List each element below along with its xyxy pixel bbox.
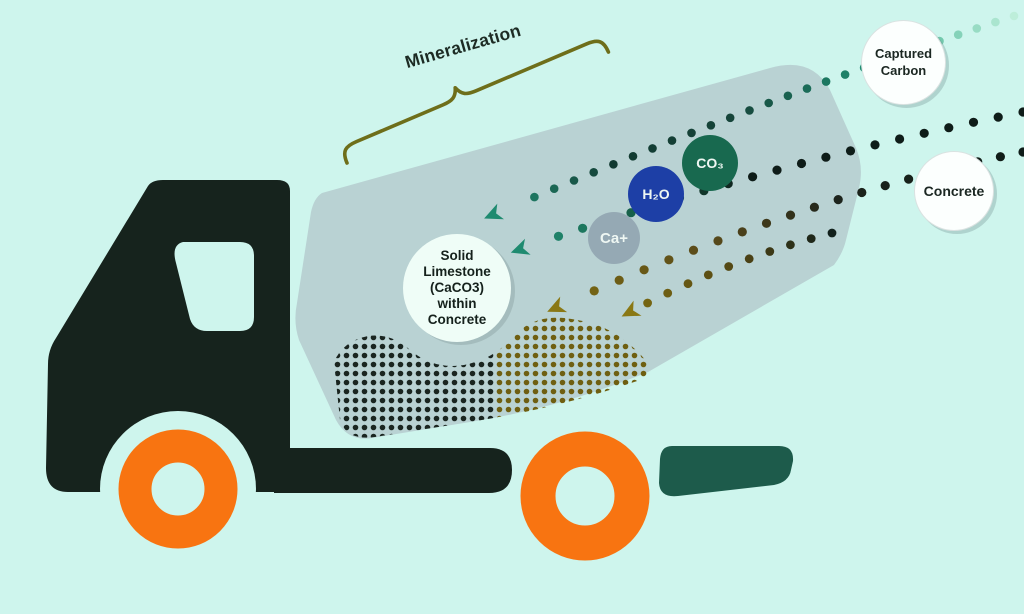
mineralization-brace	[342, 39, 611, 165]
stream-dot	[569, 176, 579, 185]
stream-dot	[687, 128, 696, 138]
truck-chassis-bar	[274, 448, 512, 493]
stream-dot	[772, 165, 782, 175]
stream-dot	[725, 113, 735, 123]
concrete-bubble: Concrete	[914, 151, 994, 231]
rear-wheel	[520, 431, 650, 561]
stream-arrowhead-icon	[484, 203, 504, 220]
stream-dot	[786, 240, 795, 250]
stream-dot	[667, 136, 677, 145]
stream-dot	[845, 146, 856, 156]
stream-dot	[748, 172, 758, 182]
stream-dot	[713, 236, 723, 246]
stream-dot	[683, 279, 693, 289]
ca-label: Ca+	[600, 229, 628, 247]
stream-dot	[589, 168, 598, 177]
brace-path	[342, 39, 611, 165]
stream-dot	[648, 144, 657, 153]
stream-dot	[821, 77, 831, 86]
stream-dot	[783, 91, 793, 101]
stream-dot	[761, 218, 772, 228]
h2o-label: H₂O	[642, 186, 670, 202]
stream-dot	[785, 210, 796, 220]
stream-dot	[765, 247, 775, 256]
stream-dot	[809, 202, 820, 212]
stream-dot	[802, 84, 812, 93]
stream-dot	[724, 262, 734, 271]
stream-dot	[995, 152, 1006, 162]
stream-dot	[703, 270, 713, 280]
concrete-label: Concrete	[923, 183, 985, 199]
stream-dot	[663, 288, 673, 298]
stream-dot	[549, 184, 559, 193]
stream-dot	[991, 17, 1000, 27]
stream-dot	[643, 298, 652, 308]
stream-dot	[744, 254, 754, 264]
stream-dot	[972, 24, 982, 33]
stream-dot	[806, 234, 816, 244]
front-wheel	[118, 429, 238, 549]
stream-dot	[857, 187, 867, 198]
stream-dot	[880, 181, 890, 191]
stream-dot	[953, 30, 963, 39]
stream-dot	[745, 106, 754, 115]
h2o-bubble: H₂O	[628, 166, 684, 222]
stream-dot	[706, 121, 716, 130]
stream-dot	[628, 152, 638, 161]
stream-dot	[993, 112, 1003, 122]
stream-dot	[688, 245, 699, 255]
stream-arrowhead-icon	[621, 300, 642, 317]
cab-window	[174, 242, 254, 331]
stream-dot	[553, 231, 564, 241]
ca-bubble: Ca+	[588, 212, 640, 264]
stream-dot	[968, 117, 979, 127]
stream-dot	[1009, 11, 1019, 21]
stream-dot	[664, 255, 674, 265]
stream-dot	[827, 228, 837, 238]
captured-carbon-label: Captured Carbon	[874, 46, 933, 78]
stream-dot	[589, 286, 599, 296]
stream-dot	[764, 98, 773, 108]
co3-bubble: CO₃	[682, 135, 738, 191]
limestone-label: Solid Limestone (CaCO3) within Concrete	[423, 248, 491, 327]
captured-carbon-bubble: Captured Carbon	[861, 20, 946, 105]
stream-dot	[609, 160, 618, 169]
co3-label: CO₃	[696, 155, 724, 171]
stream-dot	[870, 140, 880, 150]
stream-dot	[614, 275, 624, 285]
stream-dot	[944, 123, 954, 133]
stream-dot	[1018, 147, 1024, 157]
stream-dot	[530, 192, 539, 202]
stream-dot	[639, 265, 649, 275]
stream-dot	[737, 227, 747, 237]
limestone-bubble: Solid Limestone (CaCO3) within Concrete	[403, 234, 511, 342]
stream-dot	[904, 174, 914, 184]
stream-dot	[796, 158, 807, 169]
stream-dot	[821, 152, 831, 162]
stream-arrowhead-icon	[547, 296, 568, 313]
stream-dot	[833, 195, 843, 205]
stream-dot	[840, 70, 850, 79]
stream-arrowhead-icon	[510, 238, 531, 255]
stream-dot	[1018, 107, 1024, 117]
stream-dot	[919, 128, 929, 138]
fender-mudflap	[659, 446, 794, 497]
stream-dot	[895, 134, 905, 144]
stream-mineral-stream-lower	[621, 228, 837, 317]
stream-dot	[578, 223, 588, 233]
